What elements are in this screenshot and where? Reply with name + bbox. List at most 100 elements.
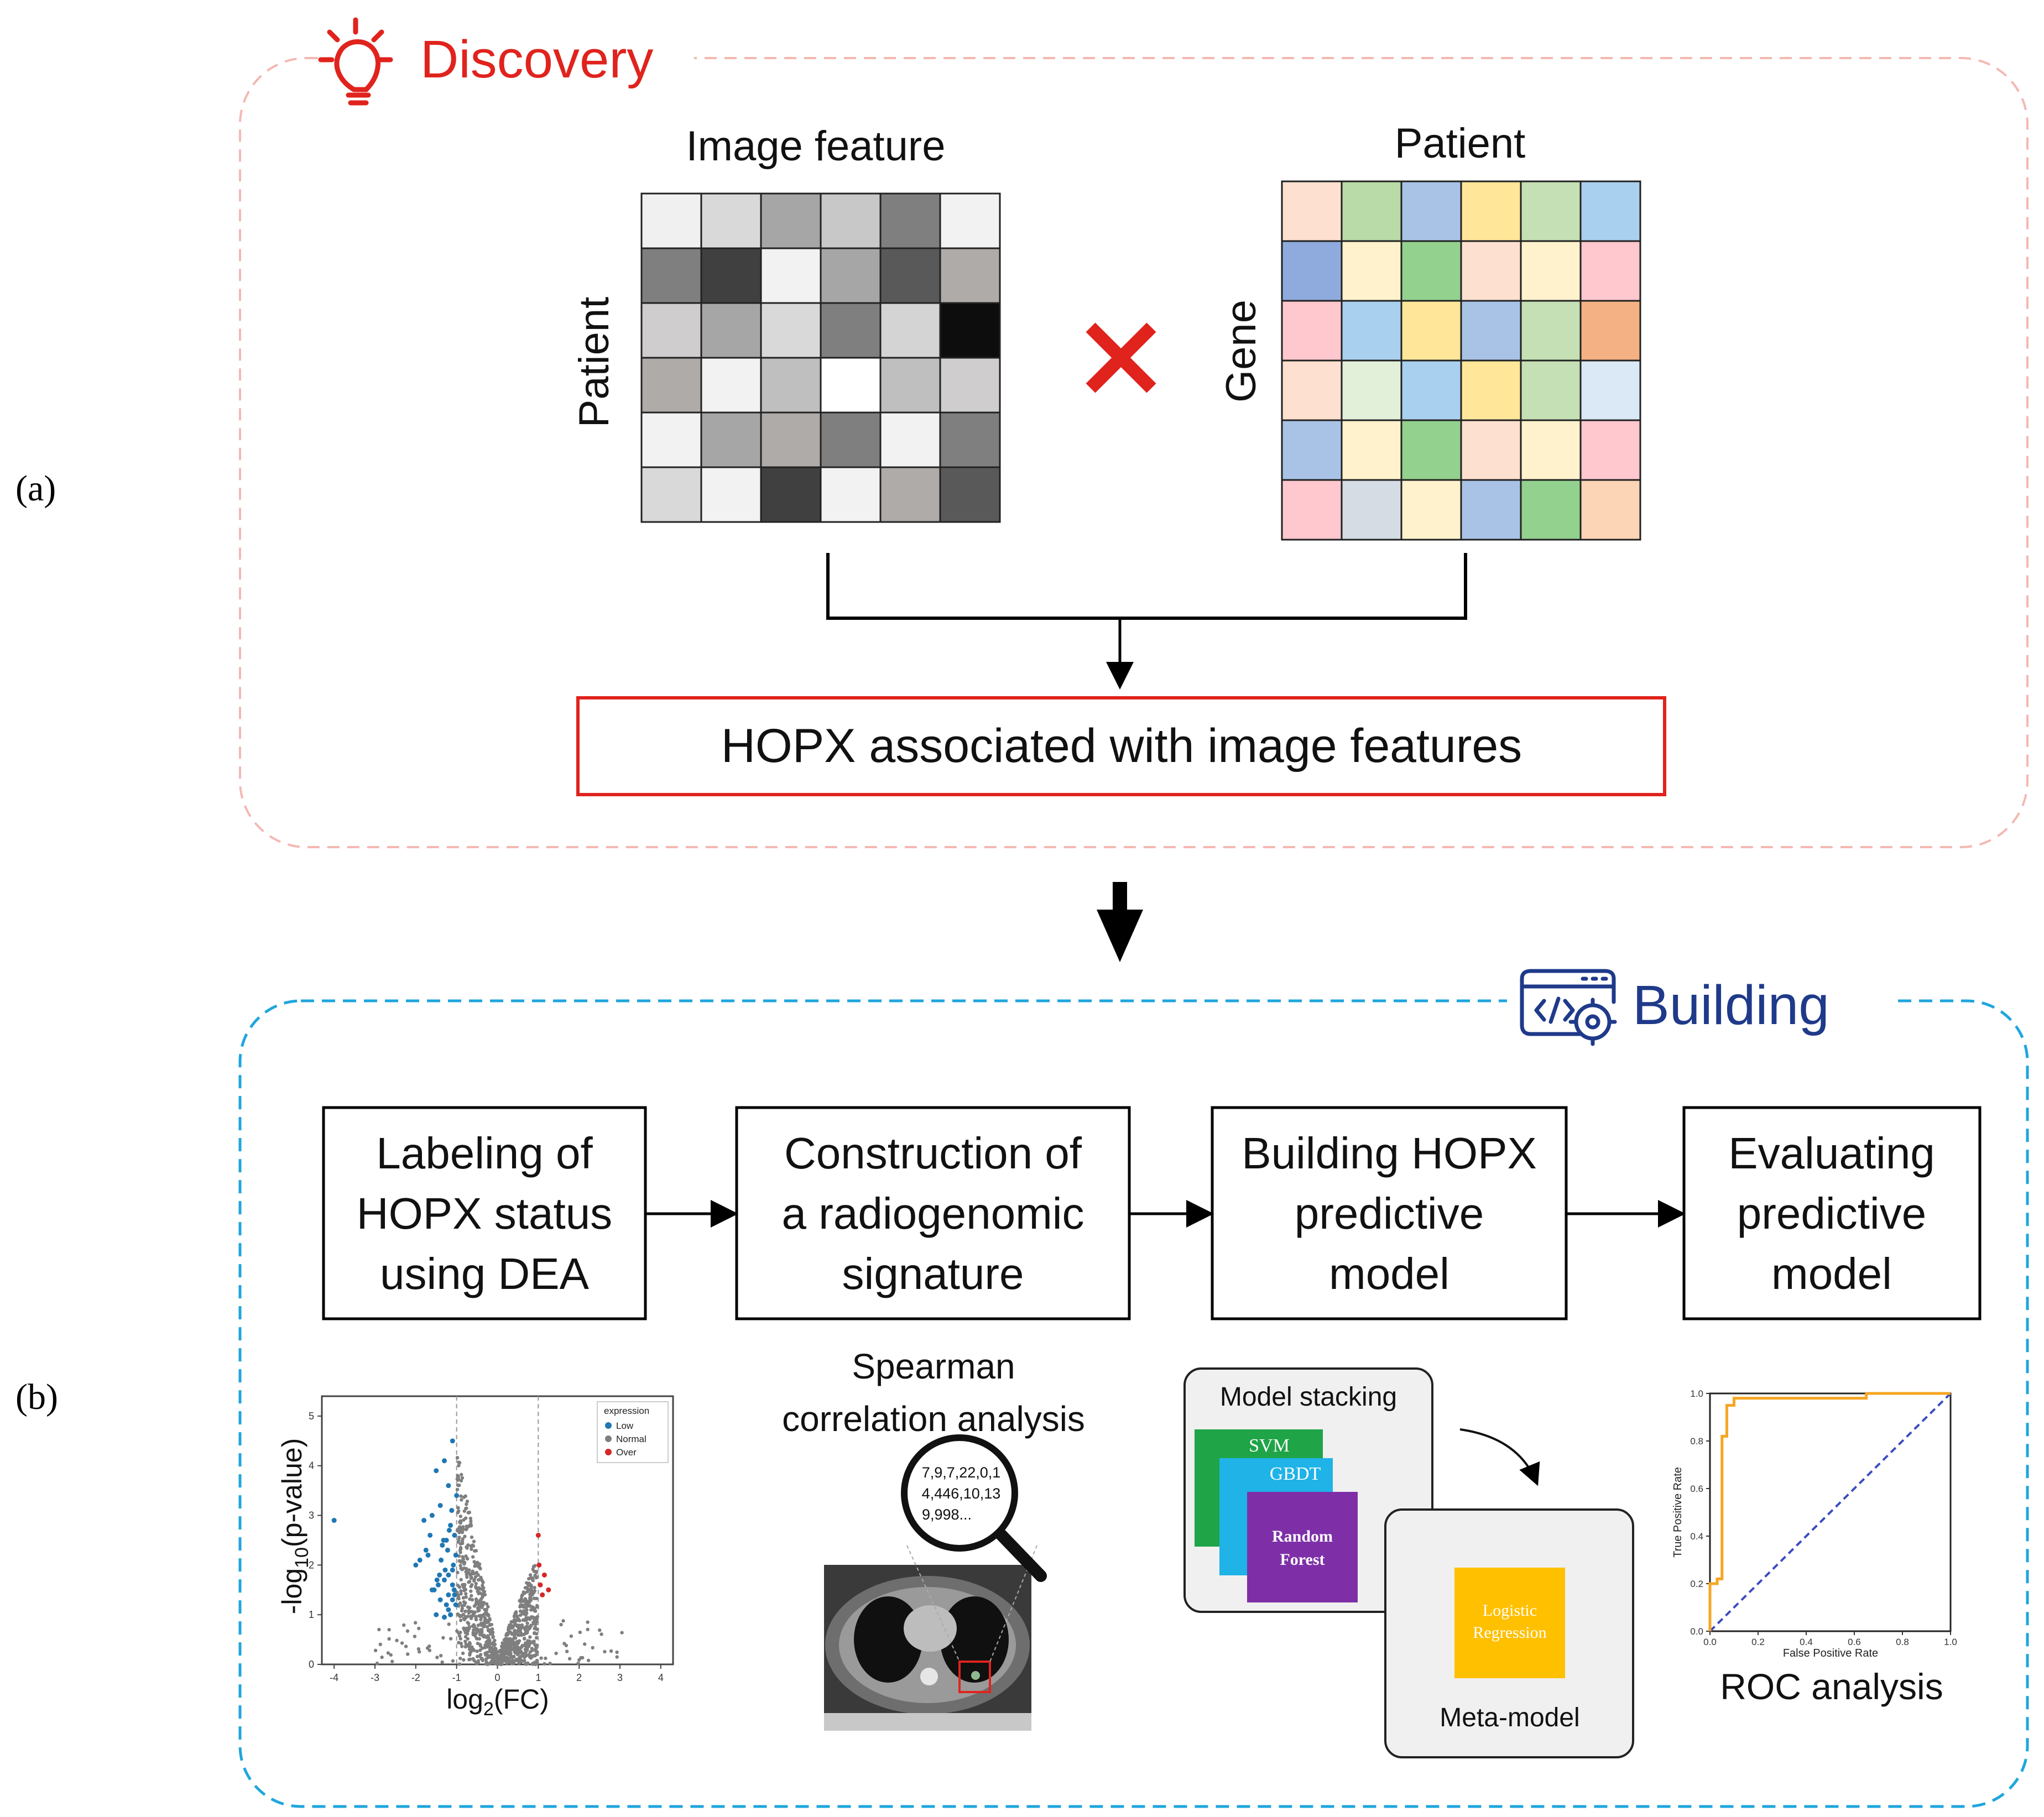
- step-evaluating-line1: Evaluating: [1728, 1129, 1935, 1178]
- volcano-normal-point: [565, 1649, 569, 1653]
- volcano-xlabel: log2(FC): [446, 1684, 549, 1720]
- volcano-normal-point: [479, 1621, 483, 1626]
- roc-chance-line: [1709, 1392, 1952, 1632]
- hopx-result-text: HOPX associated with image features: [721, 719, 1522, 772]
- volcano-normal-point: [460, 1527, 463, 1531]
- volcano-normal-point: [455, 1456, 460, 1460]
- volcano-point-over: [546, 1587, 551, 1593]
- volcano-normal-point: [492, 1660, 496, 1664]
- volcano-normal-point: [516, 1633, 520, 1637]
- volcano-normal-point: [456, 1506, 460, 1510]
- volcano-normal-point: [413, 1635, 417, 1638]
- volcano-normal-point: [508, 1637, 512, 1641]
- gene-cell: [1400, 419, 1462, 481]
- volcano-normal-point: [456, 1612, 460, 1616]
- volcano-point-low: [452, 1532, 457, 1538]
- volcano-point-low: [442, 1577, 447, 1583]
- volcano-normal-point: [389, 1653, 393, 1657]
- volcano-normal-point: [427, 1648, 432, 1652]
- image-feature-cell: [760, 357, 822, 414]
- volcano-normal-point: [526, 1616, 530, 1620]
- volcano-normal-point: [479, 1575, 483, 1580]
- volcano-normal-point: [462, 1658, 466, 1662]
- volcano-normal-point: [609, 1649, 613, 1653]
- gene-cell: [1579, 300, 1641, 362]
- volcano-xtick-label: 3: [617, 1672, 623, 1683]
- roc-caption: ROC analysis: [1720, 1666, 1943, 1707]
- volcano-normal-point: [530, 1606, 535, 1610]
- gene-cell: [1460, 240, 1522, 302]
- volcano-legend-title: expression: [604, 1406, 649, 1416]
- volcano-normal-point: [464, 1506, 468, 1511]
- volcano-normal-point: [466, 1621, 470, 1625]
- volcano-normal-point: [507, 1644, 510, 1648]
- volcano-normal-point: [531, 1564, 536, 1569]
- gene-cell: [1579, 479, 1641, 541]
- image-feature-cell: [700, 192, 762, 249]
- volcano-ylabel: -log10(p-value): [277, 1438, 312, 1615]
- volcano-normal-point: [457, 1585, 462, 1589]
- volcano-normal-point: [474, 1597, 478, 1601]
- volcano-normal-point: [472, 1560, 476, 1564]
- roc-xtick-label: 0.6: [1848, 1637, 1861, 1647]
- gene-cell: [1520, 419, 1582, 481]
- volcano-normal-point: [465, 1575, 469, 1579]
- volcano-xtick-label: 2: [576, 1672, 582, 1683]
- volcano-normal-point: [386, 1651, 390, 1655]
- volcano-normal-point: [528, 1626, 532, 1630]
- volcano-normal-point: [460, 1473, 463, 1476]
- volcano-normal-point: [470, 1535, 474, 1539]
- spearman-caption-line1: Spearman: [852, 1346, 1015, 1386]
- volcano-normal-point: [533, 1589, 537, 1593]
- volcano-highlight-points: [331, 1438, 551, 1620]
- volcano-point-low: [434, 1577, 440, 1583]
- volcano-point-low: [453, 1552, 458, 1558]
- volcano-normal-point: [458, 1550, 462, 1554]
- volcano-normal-point: [375, 1661, 379, 1665]
- volcano-normal-point: [458, 1601, 462, 1605]
- volcano-normal-point: [470, 1547, 473, 1551]
- gene-cell: [1281, 300, 1343, 362]
- volcano-normal-point: [477, 1562, 482, 1566]
- volcano-xtick-label: -4: [330, 1672, 338, 1683]
- volcano-normal-point: [458, 1637, 462, 1641]
- gene-cell: [1460, 180, 1522, 242]
- volcano-xtick-label: 1: [535, 1672, 541, 1683]
- multiply-icon: [1086, 322, 1156, 393]
- volcano-normal-point: [534, 1647, 538, 1651]
- volcano-normal-point: [463, 1494, 467, 1498]
- volcano-normal-point: [457, 1531, 461, 1534]
- hopx-result-box: [576, 696, 1666, 796]
- volcano-normal-point: [481, 1646, 484, 1650]
- volcano-normal-point: [459, 1592, 463, 1596]
- volcano-normal-point: [478, 1604, 482, 1607]
- step-construction-box: [735, 1106, 1131, 1320]
- volcano-normal-point: [524, 1642, 528, 1646]
- volcano-normal-point: [598, 1628, 602, 1632]
- volcano-normal-point: [484, 1645, 489, 1649]
- gene-cell: [1281, 479, 1343, 541]
- image-feature-cell: [820, 357, 882, 414]
- volcano-normal-point: [469, 1589, 473, 1593]
- volcano-point-low: [440, 1542, 445, 1548]
- volcano-normal-point: [390, 1659, 394, 1663]
- volcano-normal-point: [471, 1569, 474, 1573]
- discovery-title: Discovery: [420, 30, 653, 89]
- volcano-normal-point: [567, 1657, 572, 1661]
- volcano-normal-point: [478, 1567, 482, 1571]
- legend-over-label: Over: [616, 1447, 637, 1458]
- volcano-normal-point: [490, 1628, 494, 1632]
- step-building-line2: predictive: [1295, 1189, 1484, 1238]
- volcano-normal-point: [504, 1659, 508, 1663]
- volcano-normal-point: [539, 1656, 543, 1660]
- volcano-normal-point: [467, 1625, 471, 1629]
- gene-cell: [1281, 359, 1343, 421]
- volcano-normal-point: [559, 1622, 563, 1627]
- volcano-normal-point: [535, 1615, 540, 1618]
- discovery-section: Discovery Image feature Patient Patient …: [239, 17, 2029, 848]
- volcano-normal-point: [474, 1571, 478, 1575]
- volcano-normal-point: [458, 1657, 462, 1661]
- roc-ytick-label: 1.0: [1690, 1388, 1703, 1399]
- volcano-point-low: [427, 1532, 433, 1538]
